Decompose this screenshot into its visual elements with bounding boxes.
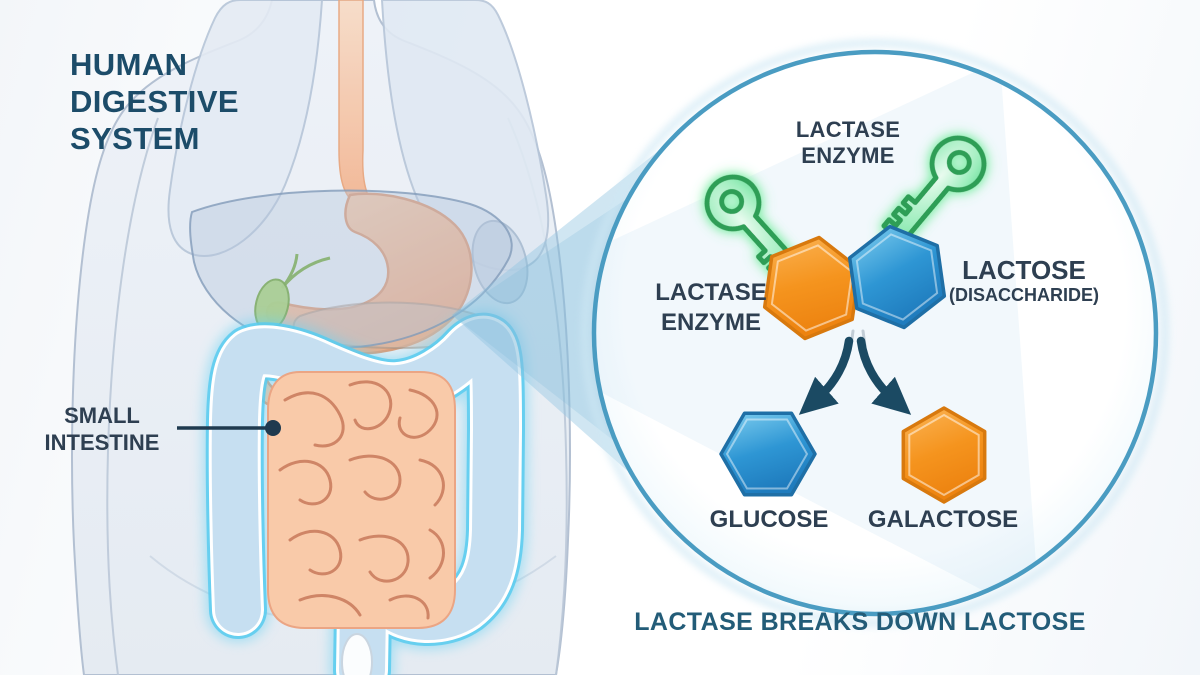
lactose-sublabel: (DISACCHARIDE) xyxy=(949,285,1099,305)
galactose-label: GALACTOSE xyxy=(867,506,1019,533)
glucose-label: GLUCOSE xyxy=(709,506,829,533)
caption-text: LACTASE BREAKS DOWN LACTOSE xyxy=(634,608,1086,636)
intestine-coils xyxy=(278,380,445,620)
lactose-molecule xyxy=(762,224,947,341)
gallbladder-shape xyxy=(254,253,331,332)
galactose-hexagon-icon xyxy=(901,406,987,504)
small-intestine-shape xyxy=(267,371,456,629)
magnifier-cone-tint xyxy=(596,60,1040,612)
spleen-shape xyxy=(471,219,529,305)
small-intestine-pointer xyxy=(177,420,281,436)
arrow-left-icon xyxy=(798,336,854,415)
glucose-hexagon-icon xyxy=(719,411,817,497)
page-title: HUMAN DIGESTIVE SYSTEM xyxy=(70,47,239,156)
breakdown-arrows xyxy=(798,329,912,415)
magnifier-halo xyxy=(580,38,1170,628)
arrow-right-icon xyxy=(856,336,912,415)
lactase-enzyme-side-label: LACTASE ENZYME xyxy=(655,279,767,336)
lactase-enzyme-top-label: LACTASE ENZYME xyxy=(795,117,901,168)
leader-dot xyxy=(265,420,281,436)
arm-line-left xyxy=(106,117,159,675)
lactose-label: LACTOSE xyxy=(962,255,1086,285)
small-intestine-label: SMALL INTESTINE xyxy=(44,403,160,455)
lungs-shape xyxy=(167,0,550,272)
rectum-end-shape xyxy=(341,633,373,675)
lactose-hexagon-blue xyxy=(847,224,947,330)
